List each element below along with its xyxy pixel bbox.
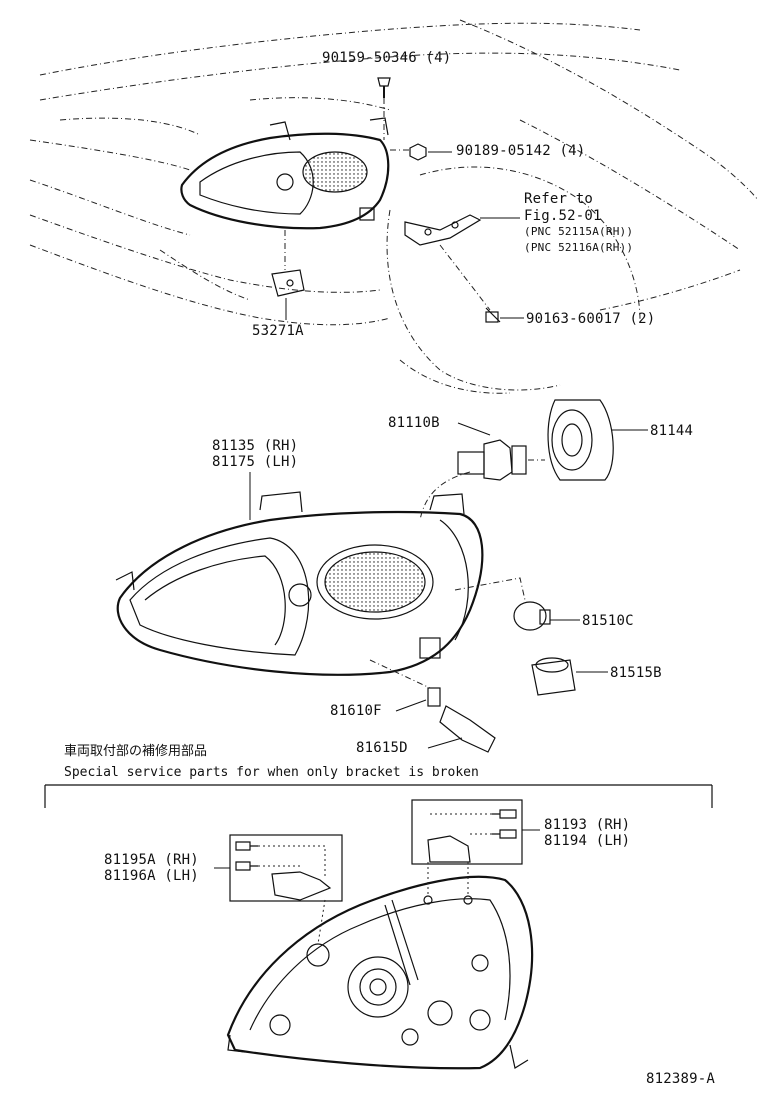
callout-bulb-turn: 81510C (582, 613, 634, 629)
bracket-screw-icon (485, 307, 501, 323)
service-parts-frame (44, 784, 713, 808)
socket-turn-icon (531, 657, 576, 696)
callout-pnc-2: (PNC 52116A(RH)) (524, 241, 634, 254)
callout-headlamp-rh: 81135 (RH) (212, 438, 299, 454)
callout-bracket-lh: 81194 (LH) (544, 833, 631, 849)
callout-socket-turn: 81515B (610, 665, 662, 681)
headlamp-installed (180, 117, 390, 230)
callout-socket-park: 81615D (356, 740, 408, 756)
headlamp-rear-housing (226, 875, 534, 1070)
figure-id: 812389-A (646, 1071, 716, 1087)
callout-bracket-rh: 81193 (RH) (544, 817, 631, 833)
callout-cover: 81144 (650, 423, 694, 439)
callout-screw-top: 90159-50346 (4) (322, 50, 452, 66)
callout-bracket2-rh: 81195A (RH) (104, 852, 199, 868)
callout-refer-1: Refer to (524, 191, 594, 207)
bulb-park-icon (427, 687, 441, 707)
note-english: Special service parts for when only brac… (64, 765, 479, 780)
callout-bracket2-lh: 81196A (LH) (104, 868, 199, 884)
bulb-h4-icon (457, 439, 527, 481)
note-japanese: 車両取付部の補修用部品 (64, 744, 208, 759)
callout-bulb-park: 81610F (330, 703, 382, 719)
socket-park-icon (439, 705, 496, 753)
bracket-rh-inset (411, 799, 523, 865)
screw-top-icon (377, 77, 391, 98)
headlamp-assembly (115, 491, 484, 676)
callout-bulb-h4: 81110B (388, 415, 440, 431)
bracket2-inset (229, 834, 343, 902)
callout-screw-bracket: 90163-60017 (2) (526, 311, 656, 327)
callout-refer-2: Fig.52-01 (524, 208, 602, 224)
inset-screw-icons (235, 809, 517, 871)
bracket-part-2 (271, 871, 332, 901)
vehicle-body-outline (29, 19, 759, 394)
bulb-turn-icon (513, 601, 551, 631)
callout-nut: 90189-05142 (4) (456, 143, 586, 159)
callout-clip: 53271A (252, 323, 304, 339)
bracket-icon (404, 214, 482, 246)
clip-icon (271, 269, 305, 297)
callout-pnc-1: (PNC 52115A(RH)) (524, 225, 634, 238)
dust-cover-icon (547, 399, 614, 481)
callout-headlamp-lh: 81175 (LH) (212, 454, 299, 470)
nut-icon (409, 143, 427, 161)
bracket-part-rh (427, 835, 471, 863)
